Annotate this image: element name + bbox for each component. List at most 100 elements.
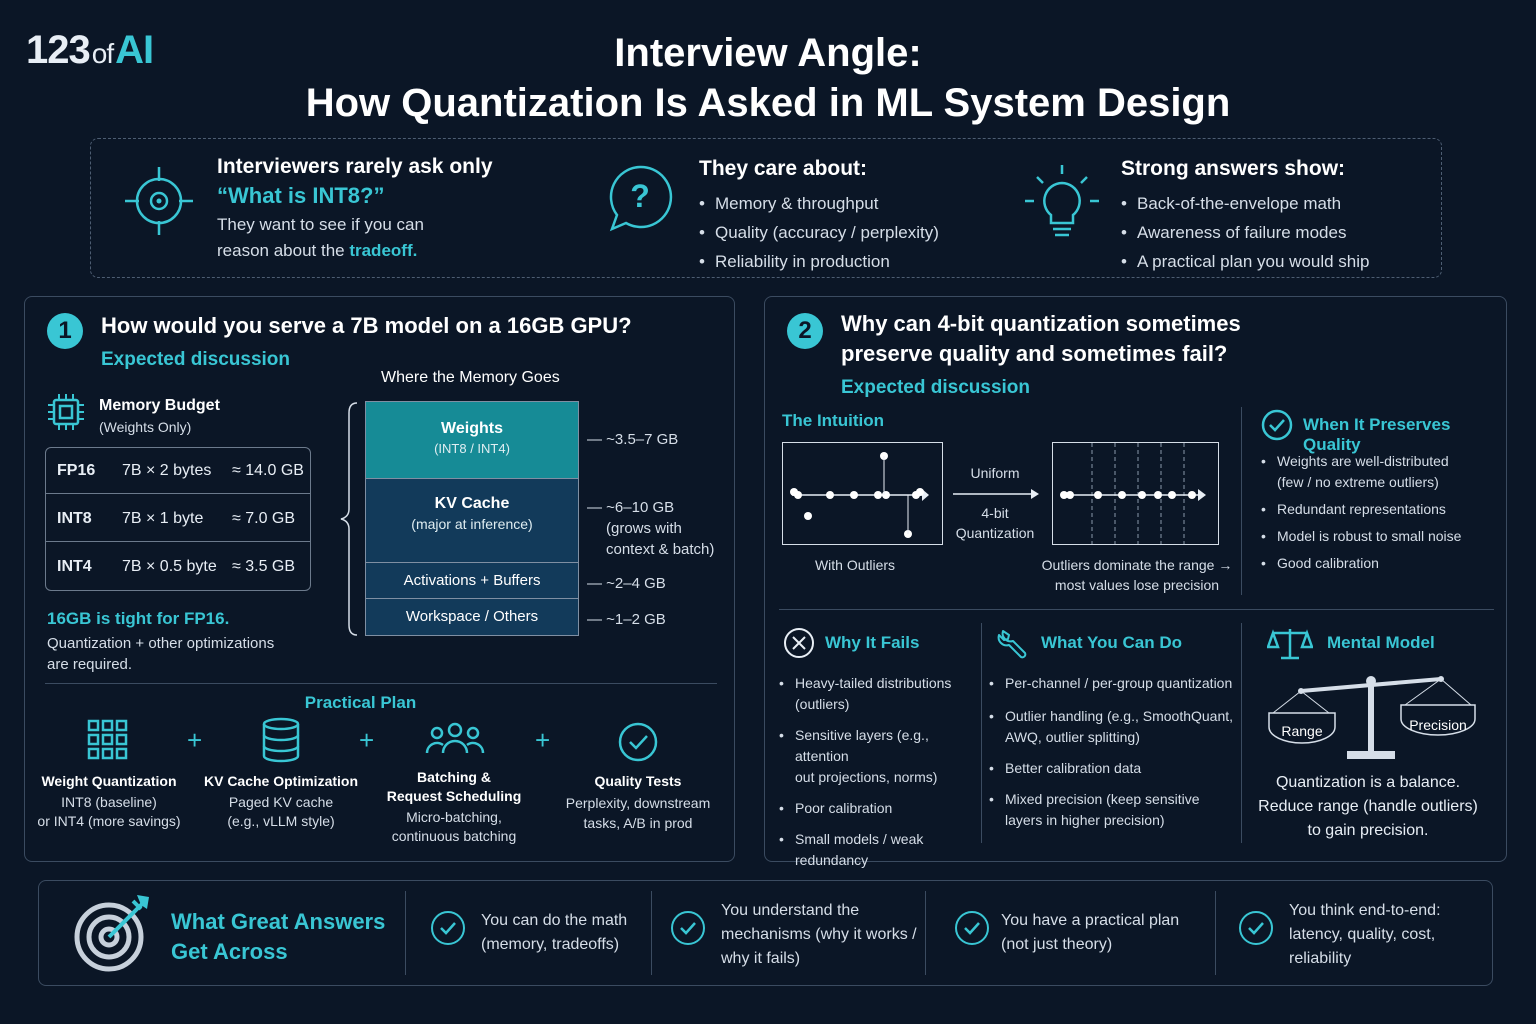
divider bbox=[1241, 407, 1242, 595]
footer-panel: What Great Answers Get Across You can do… bbox=[38, 880, 1493, 986]
balance-scale bbox=[1268, 676, 1476, 759]
check-icon bbox=[955, 911, 989, 945]
table-cell-size: ≈ 7.0 GB bbox=[232, 510, 296, 527]
fails-title: Why It Fails bbox=[825, 633, 920, 652]
cando-text: layers in higher precision) bbox=[1005, 812, 1165, 828]
plan-item-line: INT8 (baseline) bbox=[61, 794, 157, 810]
question-2-number: 2 bbox=[787, 313, 823, 349]
x-circle-icon bbox=[784, 628, 814, 658]
title-line-2: How Quantization Is Asked in ML System D… bbox=[305, 81, 1231, 125]
amount-value: ~2–4 GB bbox=[606, 575, 666, 592]
fails-text: Sensitive layers (e.g., attention bbox=[795, 727, 929, 764]
footer-item-line: (not just theory) bbox=[1001, 936, 1113, 953]
plan-item-title: Request Scheduling bbox=[386, 788, 522, 804]
page-title: Interview Angle: How Quantization Is Ask… bbox=[0, 28, 1536, 128]
stack-weights: Weights (INT8 / INT4) bbox=[365, 401, 579, 479]
footer-item-line: You can do the math bbox=[481, 912, 628, 929]
preserves-list: Weights are well-distributed(few / no ex… bbox=[1261, 451, 1501, 574]
question-1-title: How would you serve a 7B model on a 16GB… bbox=[101, 313, 632, 338]
amount-kv: — ~6–10 GB bbox=[587, 499, 675, 516]
with-outliers-label: With Outliers bbox=[814, 557, 896, 573]
title-line-1: Interview Angle: bbox=[614, 31, 922, 75]
cando-text: Mixed precision (keep sensitive bbox=[1005, 791, 1200, 807]
divider bbox=[1215, 891, 1216, 975]
divider bbox=[925, 891, 926, 975]
footer-item-line: You think end-to-end: bbox=[1289, 902, 1441, 919]
bullseye-icon bbox=[74, 895, 149, 972]
amount-weights: — ~3.5–7 GB bbox=[587, 431, 679, 448]
cando-item: Mixed precision (keep sensitive layers in… bbox=[989, 789, 1239, 831]
table-row: INT4 7B × 0.5 byte ≈ 3.5 GB bbox=[46, 544, 310, 590]
tight-note: 16GB is tight for FP16. bbox=[47, 609, 230, 628]
balance-line: Reduce range (handle outliers) bbox=[1258, 798, 1478, 815]
footer-item-line: latency, quality, cost, bbox=[1289, 926, 1436, 943]
divider bbox=[405, 891, 406, 975]
stack-workspace: Workspace / Others bbox=[365, 598, 579, 636]
footer-item-plan: You have a practical plan (not just theo… bbox=[1001, 909, 1179, 957]
quantization-label: Quantization bbox=[955, 525, 1035, 541]
checkmark-circle-icon bbox=[618, 722, 658, 762]
plan-item-line: (e.g., vLLM style) bbox=[227, 813, 335, 829]
intro-heading: Interviewers rarely ask only bbox=[217, 155, 493, 178]
cando-title: What You Can Do bbox=[1041, 633, 1183, 652]
care-list: Memory & throughput Quality (accuracy / … bbox=[699, 189, 999, 276]
dominate-line: most values lose precision bbox=[1054, 577, 1220, 593]
brace-icon bbox=[340, 402, 358, 636]
question-1-number: 1 bbox=[47, 313, 83, 349]
preserves-item: Good calibration bbox=[1261, 553, 1501, 574]
range-label: Range bbox=[1281, 723, 1323, 739]
check-icon bbox=[671, 911, 705, 945]
preserves-item: Model is robust to small noise bbox=[1261, 526, 1501, 547]
amount-value: ~6–10 GB bbox=[606, 499, 675, 516]
outlier-plot bbox=[782, 442, 943, 545]
question-2-expected: Expected discussion bbox=[841, 377, 1031, 398]
cando-text: Outlier handling (e.g., SmoothQuant, bbox=[1005, 708, 1234, 724]
mental-title: Mental Model bbox=[1327, 633, 1435, 652]
fails-text: (outliers) bbox=[795, 696, 850, 712]
intro-tradeoff: tradeoff. bbox=[349, 241, 418, 260]
budget-title: Memory Budget bbox=[99, 397, 220, 414]
stack-kv-cache: KV Cache (major at inference) bbox=[365, 478, 579, 563]
plan-item-title: KV Cache Optimization bbox=[203, 773, 359, 789]
precision-label: Precision bbox=[1409, 717, 1467, 733]
logo: 123ofAI bbox=[26, 28, 154, 73]
footer-item-line: why it fails) bbox=[721, 950, 801, 967]
stack-sublabel: (INT8 / INT4) bbox=[434, 441, 510, 456]
cando-item: Per-channel / per-group quantization bbox=[989, 673, 1239, 694]
preserves-text: Weights are well-distributed bbox=[1277, 453, 1449, 469]
intro-text-2a: reason about the bbox=[217, 241, 350, 260]
divider bbox=[1241, 623, 1242, 843]
intro-panel: Interviewers rarely ask only “What is IN… bbox=[90, 138, 1442, 278]
intro-text-2: reason about the tradeoff. bbox=[217, 241, 517, 261]
fails-item: Heavy-tailed distributions(outliers) bbox=[779, 673, 984, 715]
question-1-panel: 1 How would you serve a 7B model on a 16… bbox=[24, 296, 735, 862]
footer-title-line: Get Across bbox=[171, 939, 288, 964]
divider bbox=[981, 623, 982, 843]
tight-note-sub-1: Quantization + other optimizations bbox=[47, 635, 275, 652]
care-item: Reliability in production bbox=[699, 247, 999, 276]
table-row: INT8 7B × 1 byte ≈ 7.0 GB bbox=[46, 496, 310, 542]
quantized-plot bbox=[1052, 442, 1219, 545]
footer-item-line: reliability bbox=[1289, 950, 1352, 967]
plan-item-quality: Quality Tests Perplexity, downstream tas… bbox=[555, 773, 721, 831]
plus-icon: + bbox=[359, 725, 375, 755]
footer-item-line: (memory, tradeoffs) bbox=[481, 936, 620, 953]
fourbit-label: 4-bit bbox=[981, 505, 1009, 521]
table-row: FP16 7B × 2 bytes ≈ 14.0 GB bbox=[46, 448, 310, 494]
table-cell-size: ≈ 14.0 GB bbox=[232, 462, 304, 479]
check-circle-icon bbox=[1261, 409, 1293, 441]
table-cell-calc: 7B × 1 byte bbox=[122, 510, 204, 527]
preserves-item: Redundant representations bbox=[1261, 499, 1501, 520]
logo-ai: AI bbox=[115, 28, 154, 72]
scales-icon bbox=[1267, 629, 1313, 660]
plan-item-title: Weight Quantization bbox=[41, 773, 177, 789]
dominate-line: Outliers dominate the range → bbox=[1041, 557, 1233, 573]
amount-activations: — ~2–4 GB bbox=[587, 575, 666, 592]
intuition-title: The Intuition bbox=[782, 411, 884, 430]
balance-caption: Quantization is a balance. Reduce range … bbox=[1249, 771, 1487, 843]
footer-item-math: You can do the math (memory, tradeoffs) bbox=[481, 909, 627, 957]
divider bbox=[651, 891, 652, 975]
question-2-panel: 2 Why can 4-bit quantization sometimes p… bbox=[764, 296, 1507, 868]
table-cell-format: INT8 bbox=[57, 510, 92, 527]
